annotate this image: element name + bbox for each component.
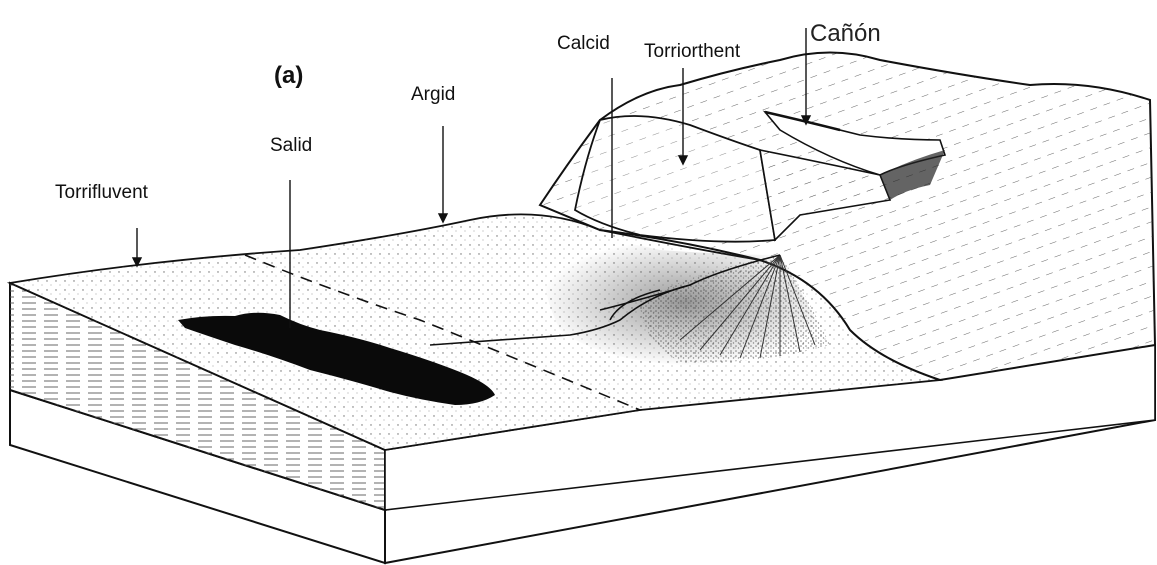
label-salid: Salid xyxy=(270,136,312,155)
label-argid: Argid xyxy=(411,85,455,104)
label-calcid: Calcid xyxy=(557,34,610,53)
label-torriorthent: Torriorthent xyxy=(644,42,740,61)
panel-label: (a) xyxy=(274,64,303,88)
label-torrifluvent: Torrifluvent xyxy=(55,183,148,202)
label-canon: Cañón xyxy=(810,22,881,46)
